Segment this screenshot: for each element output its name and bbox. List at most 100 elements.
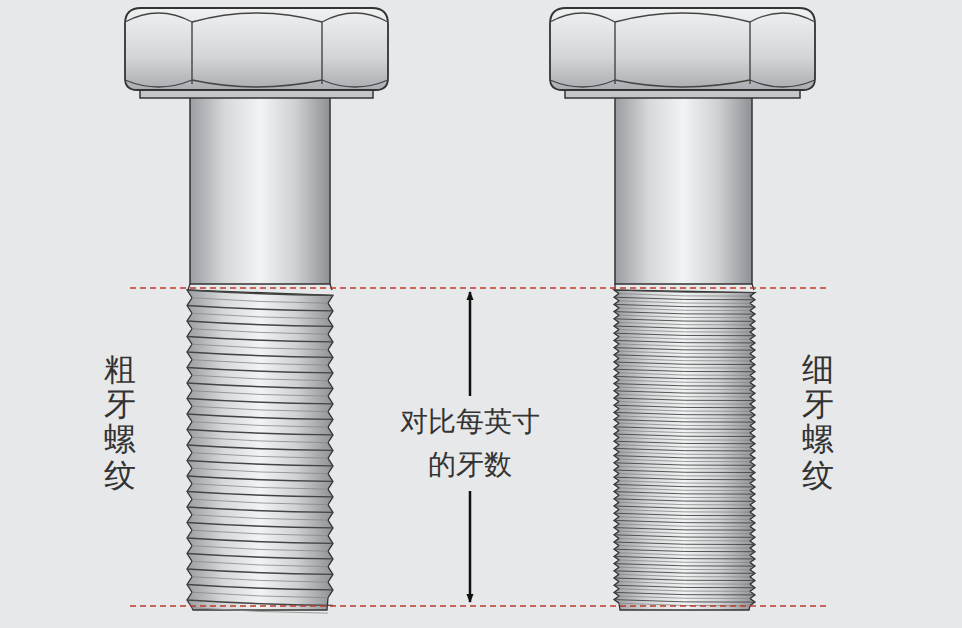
- head-chamfer: [750, 13, 815, 87]
- bolt-shank: [615, 96, 752, 284]
- thread-root: [619, 315, 750, 318]
- thread-crest: [614, 492, 755, 495]
- thread-crest: [187, 476, 333, 481]
- thread-crest: [614, 391, 755, 394]
- thread-crest: [614, 585, 755, 588]
- thread-label: 粗牙螺纹: [104, 352, 136, 493]
- thread-crest: [187, 569, 333, 574]
- thread-crest: [614, 340, 755, 343]
- thread-root: [619, 402, 750, 405]
- thread-crest: [614, 556, 755, 559]
- thread-crest: [614, 470, 755, 473]
- bolt-shank: [190, 96, 330, 284]
- thread-root: [192, 329, 328, 334]
- thread-root: [192, 592, 328, 597]
- thread-crest: [187, 383, 333, 388]
- head-chamfer: [192, 13, 322, 87]
- comparison-label: 对比每英寸 的牙数: [389, 396, 551, 491]
- thread-crest: [614, 535, 755, 538]
- thread-crest: [614, 420, 755, 423]
- bolt: [125, 8, 388, 613]
- thread-crest: [614, 405, 755, 408]
- thread-root: [619, 589, 750, 592]
- thread-root: [192, 406, 328, 411]
- thread-root: [619, 517, 750, 520]
- thread-crest: [614, 319, 755, 322]
- thread-crest: [187, 600, 333, 605]
- thread-crest: [187, 414, 333, 419]
- thread-crest: [614, 456, 755, 459]
- thread-root: [192, 422, 328, 427]
- reference-line: [130, 605, 830, 606]
- thread-root: [619, 596, 750, 599]
- thread-crest: [614, 333, 755, 336]
- thread-root: [192, 530, 328, 535]
- thread-root: [619, 308, 750, 311]
- thread-root: [619, 373, 750, 376]
- thread-root: [619, 466, 750, 469]
- head-chamfer: [322, 13, 388, 87]
- head-chamfer: [550, 13, 615, 87]
- thread-root: [192, 608, 328, 613]
- thread-crest: [614, 427, 755, 430]
- thread-root: [619, 394, 750, 397]
- thread-crest: [614, 477, 755, 480]
- head-chamfer: [615, 13, 750, 87]
- thread-crest: [614, 448, 755, 451]
- thread-root: [192, 375, 328, 380]
- thread-crest: [614, 362, 755, 365]
- head-chamfer: [125, 13, 192, 87]
- thread-crest: [187, 492, 333, 497]
- thread-crest: [187, 337, 333, 342]
- thread-root: [619, 567, 750, 570]
- thread-root: [619, 481, 750, 484]
- thread-crest: [187, 585, 333, 590]
- thread-runout: [188, 284, 332, 290]
- bolts: [125, 8, 815, 613]
- thread-root: [192, 453, 328, 458]
- thread-root: [192, 391, 328, 396]
- bolt-head: [125, 8, 388, 90]
- thread-root: [619, 495, 750, 498]
- thread-root: [619, 546, 750, 549]
- thread-crest: [187, 321, 333, 326]
- thread-crest: [614, 571, 755, 574]
- thread-root: [619, 531, 750, 534]
- thread-root: [192, 313, 328, 318]
- thread-crest: [614, 578, 755, 581]
- thread-crest: [614, 312, 755, 315]
- thread-root: [192, 437, 328, 442]
- thread-label: 细牙螺纹: [802, 352, 834, 493]
- thread-root: [619, 409, 750, 412]
- thread-root: [619, 430, 750, 433]
- thread-crest: [187, 461, 333, 466]
- thread-root: [619, 538, 750, 541]
- thread-crest: [614, 384, 755, 387]
- thread-crest: [614, 412, 755, 415]
- thread-root: [619, 294, 750, 297]
- thread-root: [192, 515, 328, 520]
- thread-crest: [614, 441, 755, 444]
- bolt: [550, 8, 815, 610]
- thread-crest: [187, 554, 333, 559]
- thread-root: [619, 560, 750, 563]
- thread-root: [619, 351, 750, 354]
- thread-root: [619, 574, 750, 577]
- thread-crest: [187, 306, 333, 311]
- thread-crest: [614, 499, 755, 502]
- thread-root: [619, 510, 750, 513]
- thread-crest: [187, 538, 333, 543]
- thread-root: [192, 344, 328, 349]
- thread-crest: [614, 369, 755, 372]
- thread-root: [619, 452, 750, 455]
- thread-root: [619, 380, 750, 383]
- thread-root: [619, 301, 750, 304]
- thread-root: [192, 577, 328, 582]
- thread-crest: [614, 290, 755, 293]
- thread-crest: [614, 376, 755, 379]
- thread-root: [619, 366, 750, 369]
- thread-crest: [614, 542, 755, 545]
- thread-root: [619, 322, 750, 325]
- thread-root: [619, 416, 750, 419]
